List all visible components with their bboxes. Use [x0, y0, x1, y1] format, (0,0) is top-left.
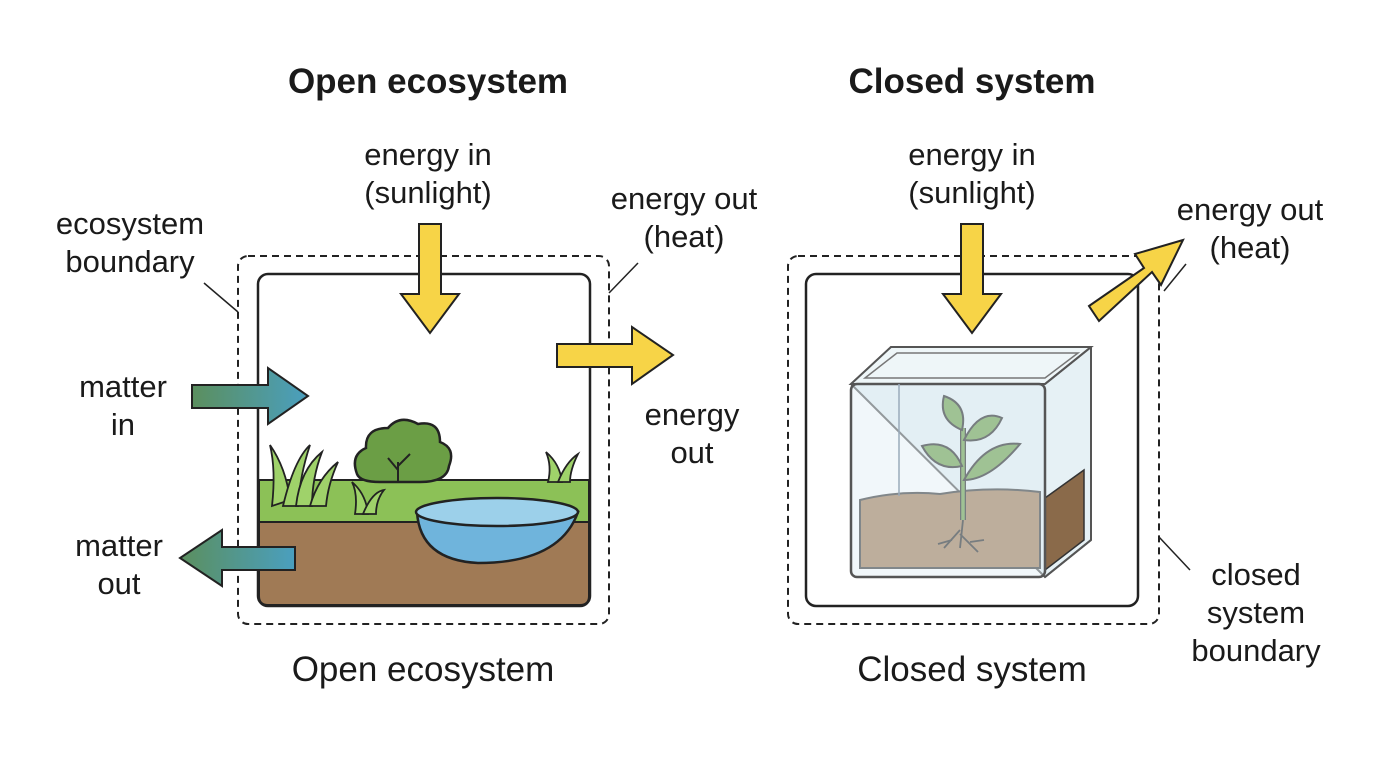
- ecosystem-boundary-label: ecosystem boundary: [55, 206, 205, 279]
- closed-energy-in-label: energy in (sunlight): [908, 137, 1036, 210]
- matter-in-arrow: [191, 366, 310, 426]
- matter-out-label: matter out: [75, 528, 163, 601]
- closed-system-panel: [787, 223, 1191, 625]
- closed-energy-out-heat-label: energy out (heat): [1176, 192, 1324, 265]
- bush-icon: [353, 418, 453, 484]
- closed-energy-in-arrow: [941, 223, 1003, 335]
- grass-icon: [269, 444, 581, 515]
- open-energy-in-label: energy in (sunlight): [364, 137, 492, 210]
- matter-out-arrow: [178, 528, 296, 588]
- energy-out-heat-leader: [608, 262, 639, 294]
- open-ecosystem-caption: Open ecosystem: [291, 650, 555, 689]
- closed-boundary-label: closed system boundary: [1191, 557, 1321, 668]
- closed-system-caption: Closed system: [857, 650, 1087, 689]
- closed-system-boundary: [787, 255, 1160, 625]
- ecosystem-boundary-leader: [203, 282, 239, 313]
- open-ecosystem-panel: [178, 223, 675, 625]
- terrarium-icon: [848, 346, 1094, 579]
- closed-energy-out-leader: [1163, 263, 1187, 292]
- closed-energy-out-arrow: [1087, 238, 1185, 323]
- pond-icon: [414, 496, 580, 565]
- open-energy-out-label: energy out: [644, 397, 740, 470]
- open-energy-out-heat-label: energy out (heat): [610, 181, 758, 254]
- open-ecosystem-title: Open ecosystem: [287, 62, 569, 101]
- matter-in-label: matter in: [79, 369, 167, 442]
- closed-boundary-leader: [1158, 536, 1191, 571]
- open-ecosystem-boundary: [237, 255, 610, 625]
- open-energy-out-arrow: [556, 325, 675, 386]
- open-energy-in-arrow: [399, 223, 461, 335]
- closed-system-title: Closed system: [848, 62, 1096, 101]
